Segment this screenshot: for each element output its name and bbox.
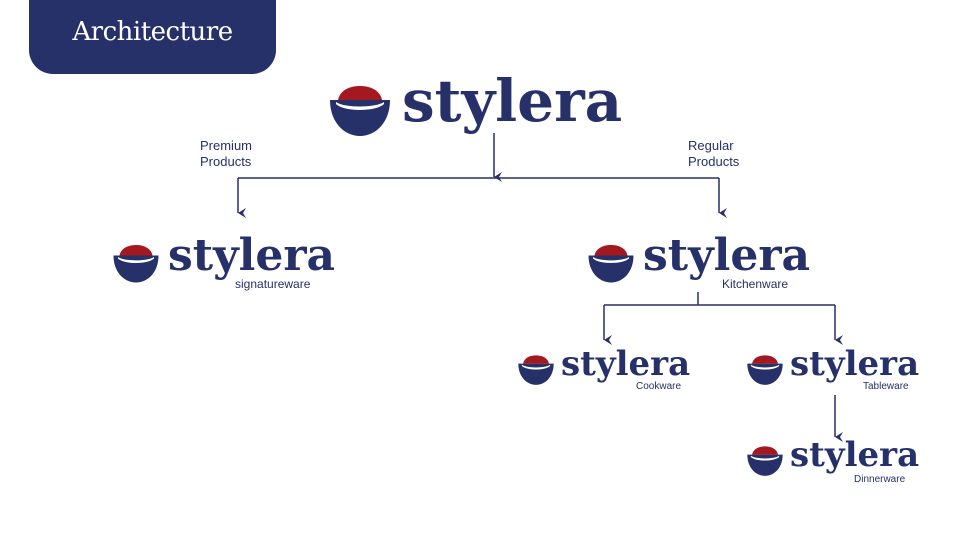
bowl-icon — [518, 355, 554, 385]
bowl-icon — [330, 86, 390, 136]
brand-wordmark-cookware: stylera — [561, 344, 691, 384]
logo-master: stylera — [328, 67, 628, 136]
bowl-icon — [747, 446, 783, 476]
sub-brand-signatureware: signatureware — [235, 277, 311, 291]
logo-cookware: stylera Cookware — [517, 347, 697, 393]
branch-label-premium-line2: Products — [200, 154, 252, 169]
logo-dinnerware: stylera Dinnerware — [746, 438, 926, 488]
title-tab: Architecture — [29, 0, 276, 74]
sub-brand-tableware: Tableware — [863, 381, 909, 392]
logo-tableware: stylera Tableware — [746, 347, 926, 393]
branch-label-regular-line1: Regular — [688, 138, 734, 153]
bowl-icon — [113, 245, 159, 283]
bowl-icon — [747, 355, 783, 385]
brand-wordmark-dinnerware: stylera — [790, 435, 920, 475]
logo-kitchenware: stylera Kitchenware — [587, 234, 817, 294]
brand-wordmark-tableware: stylera — [790, 344, 920, 384]
branch-label-premium: Premium Products — [200, 138, 252, 170]
sub-brand-cookware: Cookware — [636, 381, 682, 392]
sub-brand-dinnerware: Dinnerware — [854, 474, 906, 485]
brand-wordmark-signatureware: stylera — [168, 230, 336, 281]
page-title: Architecture — [72, 17, 233, 47]
branch-label-premium-line1: Premium — [200, 138, 253, 153]
brand-wordmark-kitchenware: stylera — [643, 230, 811, 281]
brand-wordmark-master: stylera — [402, 67, 623, 135]
logo-signatureware: stylera signatureware — [112, 234, 342, 294]
branch-label-regular-line2: Products — [688, 154, 740, 169]
bowl-icon — [588, 245, 634, 283]
sub-brand-kitchenware: Kitchenware — [722, 277, 789, 291]
branch-label-regular: Regular Products — [688, 138, 739, 170]
